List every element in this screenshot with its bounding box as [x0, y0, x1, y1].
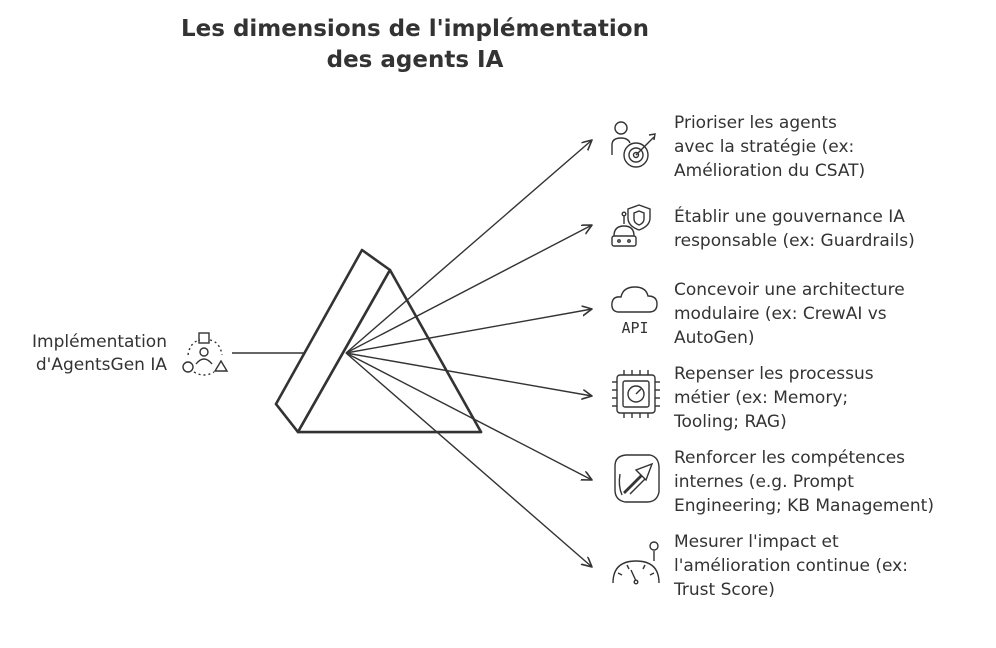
output-label-5-line-2: internes (e.g. Prompt	[674, 472, 854, 492]
output-label-1-line-3: Amélioration du CSAT)	[674, 161, 866, 181]
output-label-3: Concevoir une architecture modulaire (ex…	[674, 278, 905, 350]
source-label: Implémentation d'AgentsGen IA	[0, 331, 167, 377]
cloud-api-icon	[611, 286, 658, 313]
ray-4	[345, 352, 592, 396]
ray-3	[345, 309, 592, 354]
shapes-people-icon	[182, 332, 229, 376]
output-label-4-line-3: Tooling; RAG)	[674, 412, 787, 432]
ray-6	[345, 352, 592, 567]
output-label-6-line-1: Mesurer l'impact et	[674, 532, 839, 552]
output-label-3-line-2: modulaire (ex: CrewAI vs	[674, 304, 887, 324]
output-label-3-line-1: Concevoir une architecture	[674, 280, 905, 300]
output-rays	[345, 140, 592, 567]
output-label-5-line-1: Renforcer les compétences	[674, 448, 906, 468]
ray-1	[345, 140, 592, 354]
prism-front-face	[296, 268, 483, 434]
output-label-4: Repenser les processus métier (ex: Memor…	[674, 362, 874, 434]
ray-5	[345, 352, 592, 480]
output-label-4-line-2: métier (ex: Memory;	[674, 388, 849, 408]
output-label-1-line-1: Prioriser les agents	[674, 113, 837, 133]
arrow-up-right-box-icon	[614, 454, 660, 503]
output-label-5-line-3: Engineering; KB Management)	[674, 496, 934, 516]
source-label-line-2: d'AgentsGen IA	[35, 355, 167, 375]
chip-gauge-icon	[612, 370, 660, 418]
person-target-icon	[611, 121, 656, 168]
title-line-2: des agents IA	[326, 47, 504, 73]
title-line-1: Les dimensions de l'implémentation	[181, 16, 649, 42]
output-label-2-line-2: responsable (ex: Guardrails)	[674, 231, 915, 251]
output-label-1-line-2: avec la stratégie (ex:	[674, 137, 855, 157]
diagram-title: Les dimensions de l'implémentation des a…	[0, 14, 830, 76]
cloud-api-label: API	[621, 319, 648, 337]
output-label-1: Prioriser les agents avec la stratégie (…	[674, 111, 865, 183]
output-label-5: Renforcer les compétences internes (e.g.…	[674, 446, 934, 518]
output-label-6-line-2: l'amélioration continue (ex:	[674, 556, 908, 576]
ray-2	[345, 225, 592, 354]
output-label-4-line-1: Repenser les processus	[674, 364, 874, 384]
output-label-2-line-1: Établir une gouvernance IA	[674, 207, 905, 227]
output-label-2: Établir une gouvernance IA responsable (…	[674, 205, 915, 253]
output-label-6-line-3: Trust Score)	[674, 580, 775, 600]
prism	[274, 248, 483, 434]
source-label-line-1: Implémentation	[32, 332, 167, 352]
shield-robot-icon	[611, 204, 651, 247]
output-label-6: Mesurer l'impact et l'amélioration conti…	[674, 530, 908, 602]
speedometer-icon	[612, 541, 660, 585]
output-label-3-line-3: AutoGen)	[674, 328, 755, 348]
